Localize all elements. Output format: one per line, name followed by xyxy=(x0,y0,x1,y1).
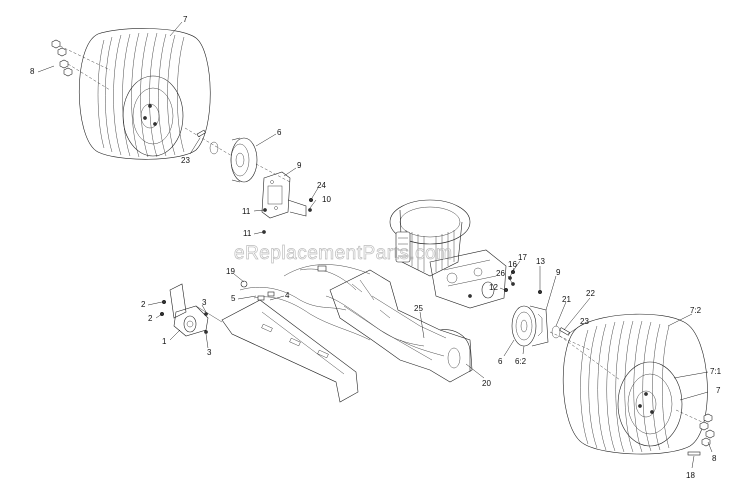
callout-1: 1 xyxy=(162,337,167,346)
lug-nuts-top xyxy=(51,39,111,91)
hub-top xyxy=(184,127,291,183)
lug-nuts-bottom xyxy=(675,409,715,456)
callout-11-a: 11 xyxy=(242,207,251,216)
callout-7-bottom: 7 xyxy=(716,386,721,395)
callout-9-top: 9 xyxy=(297,161,302,170)
callout-18: 18 xyxy=(686,471,695,480)
callout-13: 13 xyxy=(536,257,545,266)
callout-8-top: 8 xyxy=(30,67,35,76)
callout-9-bottom: 9 xyxy=(556,268,561,277)
callout-11-b: 11 xyxy=(243,229,252,238)
callout-23-bottom: 23 xyxy=(580,317,589,326)
callout-7-top: 7 xyxy=(183,15,188,24)
callout-7-2: 7:2 xyxy=(690,306,702,315)
callout-25: 25 xyxy=(414,304,423,313)
callout-2-b: 2 xyxy=(148,314,153,323)
callout-26: 26 xyxy=(496,269,505,278)
transmission-motor xyxy=(389,199,507,309)
callout-24: 24 xyxy=(317,181,326,190)
transaxle-frame xyxy=(329,269,473,383)
callout-21: 21 xyxy=(562,295,571,304)
callout-17: 17 xyxy=(518,253,527,262)
callout-3-b: 3 xyxy=(207,348,212,357)
tire-top-left xyxy=(79,28,211,160)
callout-6-top: 6 xyxy=(277,128,282,137)
callout-4: 4 xyxy=(285,291,290,300)
callout-20: 20 xyxy=(482,379,491,388)
callout-5: 5 xyxy=(231,294,236,303)
fasteners-right xyxy=(503,269,543,295)
steering-assembly xyxy=(159,283,223,337)
callout-6-2: 6:2 xyxy=(515,357,527,366)
callout-12: 12 xyxy=(489,283,498,292)
callout-6-bottom: 6 xyxy=(498,357,503,366)
callout-3-a: 3 xyxy=(202,298,207,307)
tire-bottom-right xyxy=(559,313,708,455)
callout-22: 22 xyxy=(586,289,595,298)
callout-2-a: 2 xyxy=(141,300,146,309)
frame-plate xyxy=(221,299,359,403)
callout-19: 19 xyxy=(226,267,235,276)
callout-8-bottom: 8 xyxy=(712,454,717,463)
callout-10: 10 xyxy=(322,195,331,204)
watermark: eReplacementParts.com xyxy=(234,243,453,264)
leader-lines xyxy=(37,21,713,469)
callout-23-top: 23 xyxy=(181,156,190,165)
callout-16: 16 xyxy=(508,260,517,269)
callouts: 7 8 6 23 9 24 10 11 11 19 5 4 2 2 3 3 1 … xyxy=(30,15,722,480)
brake-bracket-top xyxy=(261,171,314,234)
callout-7-1: 7:1 xyxy=(710,367,722,376)
